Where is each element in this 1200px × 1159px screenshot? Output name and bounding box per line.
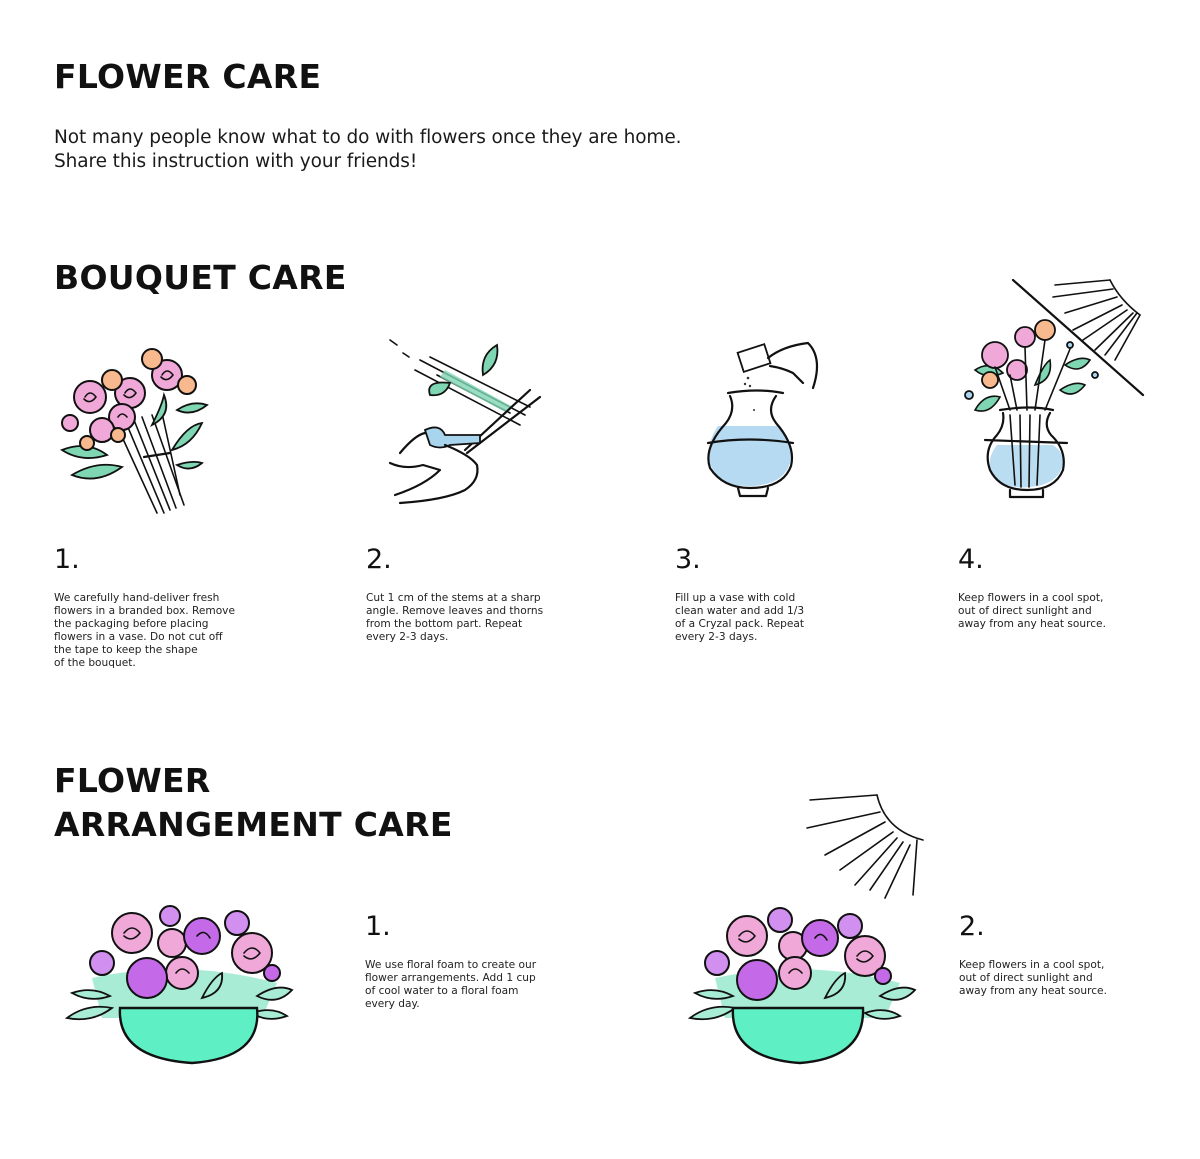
arrangement-step-1: 1. We use floral foam to create our flow… xyxy=(365,912,565,1011)
arrangement-away-from-sun-icon xyxy=(687,794,924,1065)
vase-with-flower-food-icon xyxy=(706,341,819,498)
vase-away-from-sun-icon xyxy=(964,278,1145,499)
step-description: We use floral foam to create our flower … xyxy=(365,959,537,1010)
heading-line-2: ARRANGEMENT CARE xyxy=(54,805,453,844)
bouquet-step-4: 4. Keep flowers in a cool spot, out of d… xyxy=(958,545,1158,631)
step-number: 1. xyxy=(365,911,391,942)
step-number: 2. xyxy=(959,911,985,942)
intro-line-1: Not many people know what to do with flo… xyxy=(54,127,682,148)
step-number: 1. xyxy=(54,544,80,575)
intro-line-2: Share this instruction with your friends… xyxy=(54,151,418,172)
flower-arrangement-bowl-icon xyxy=(64,905,294,1065)
step-number: 4. xyxy=(958,544,984,575)
step-number: 2. xyxy=(366,544,392,575)
step-description: Keep flowers in a cool spot, out of dire… xyxy=(958,592,1106,630)
step-description: Cut 1 cm of the stems at a sharp angle. … xyxy=(366,592,544,643)
heading-line-1: FLOWER xyxy=(54,761,211,800)
bouquet-care-heading: BOUQUET CARE xyxy=(54,258,347,297)
intro-text: Not many people know what to do with flo… xyxy=(54,126,682,174)
arrangement-care-heading: FLOWER ARRANGEMENT CARE xyxy=(54,759,453,847)
bouquet-icon xyxy=(60,348,209,514)
bouquet-step-2: 2. Cut 1 cm of the stems at a sharp angl… xyxy=(366,545,566,644)
step-description: Fill up a vase with cold clean water and… xyxy=(675,592,805,643)
bouquet-step-1: 1. We carefully hand-deliver fresh flowe… xyxy=(54,545,254,670)
step-description: Keep flowers in a cool spot, out of dire… xyxy=(959,959,1107,997)
arrangement-step-2: 2. Keep flowers in a cool spot, out of d… xyxy=(959,912,1159,998)
step-number: 3. xyxy=(675,544,701,575)
scissors-cutting-stems-icon xyxy=(388,339,542,505)
step-description: We carefully hand-deliver fresh flowers … xyxy=(54,592,235,669)
bouquet-step-3: 3. Fill up a vase with cold clean water … xyxy=(675,545,875,644)
page-title: FLOWER CARE xyxy=(54,57,322,96)
